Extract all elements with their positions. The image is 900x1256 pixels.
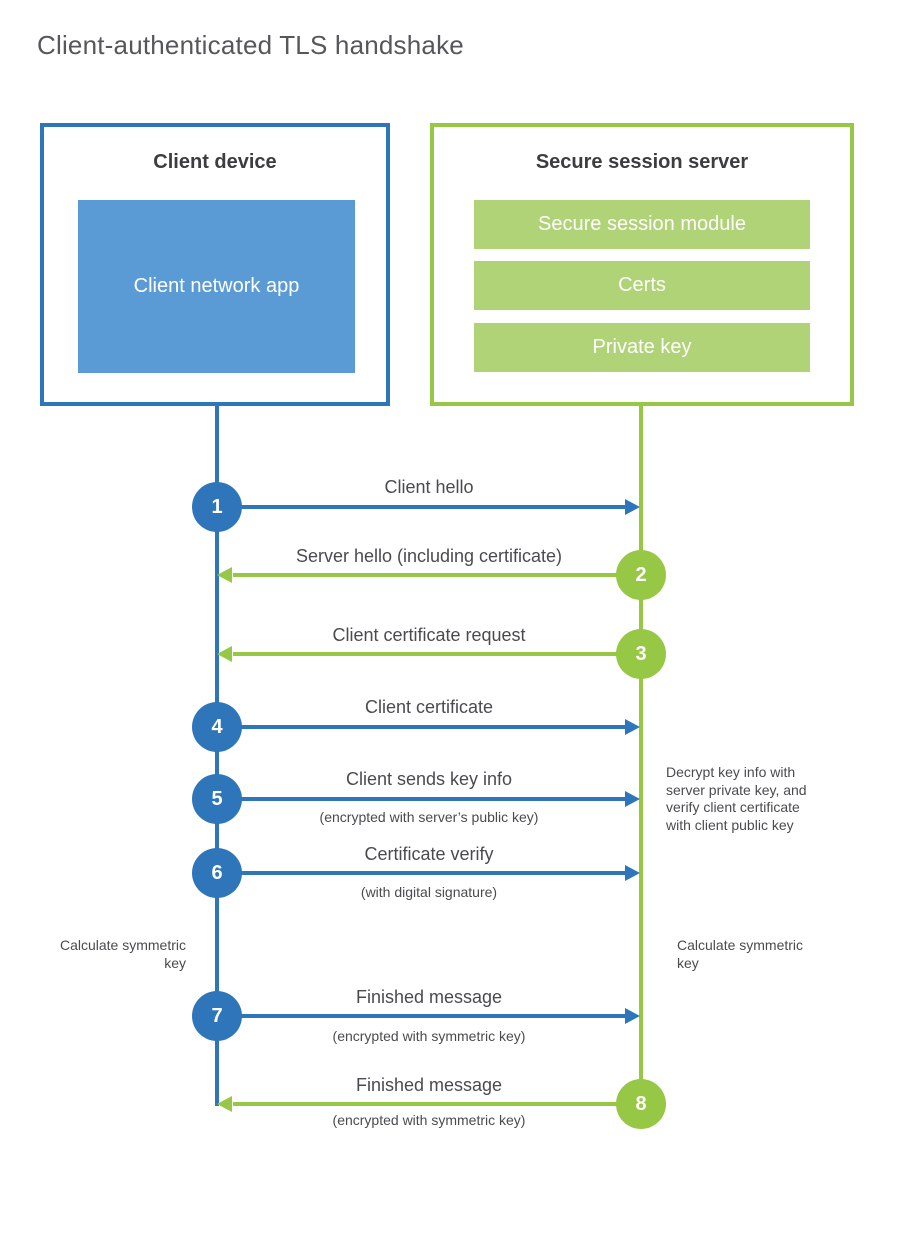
secure-session-server-box: Secure session server Secure session mod… (430, 123, 854, 406)
message-sublabel: (encrypted with symmetric key) (332, 1028, 526, 1044)
message-sublabel: (encrypted with server’s public key) (319, 809, 539, 825)
arrow-head-icon (625, 719, 640, 735)
step-circle: 5 (192, 774, 242, 824)
message-label: Finished message (355, 987, 503, 1007)
server-module-bar: Secure session module (474, 200, 810, 249)
message-label: Client hello (384, 477, 474, 497)
arrow-line (217, 797, 626, 801)
step-circle: 7 (192, 991, 242, 1041)
message-sublabel: (with digital signature) (360, 884, 498, 900)
arrow-head-icon (625, 1008, 640, 1024)
message-label: Finished message (355, 1075, 503, 1095)
step-circle: 3 (616, 629, 666, 679)
calculate-symmetric-key-note-server: Calculate symmetric key (677, 937, 804, 971)
message-label: Client sends key info (345, 769, 513, 789)
arrow-head-icon (217, 646, 232, 662)
client-network-app-box: Client network app (78, 200, 355, 373)
arrow-line (217, 871, 626, 875)
arrow-head-icon (625, 499, 640, 515)
client-lifeline (215, 402, 219, 1106)
step-circle: 8 (616, 1079, 666, 1129)
client-network-app-label: Client network app (133, 275, 300, 297)
server-certs-label: Certs (618, 274, 666, 296)
arrow-head-icon (625, 865, 640, 881)
message-label: Server hello (including certificate) (295, 546, 563, 566)
page-title: Client-authenticated TLS handshake (37, 30, 464, 60)
arrow-line (217, 725, 626, 729)
server-private-key-label: Private key (592, 336, 692, 358)
step-circle: 6 (192, 848, 242, 898)
message-label: Client certificate (364, 697, 494, 717)
arrow-line (217, 1014, 626, 1018)
server-private-key-bar: Private key (474, 323, 810, 372)
step-circle: 2 (616, 550, 666, 600)
decrypt-note: Decrypt key info with server private key… (666, 764, 807, 833)
step-circle: 4 (192, 702, 242, 752)
arrow-line (233, 1102, 641, 1106)
client-device-box: Client device Client network app (40, 123, 390, 406)
arrow-line (233, 573, 641, 577)
arrow-head-icon (217, 567, 232, 583)
arrow-head-icon (625, 791, 640, 807)
server-lifeline (639, 402, 643, 1104)
step-circle: 1 (192, 482, 242, 532)
calculate-symmetric-key-note-client: Calculate symmetric key (59, 937, 186, 971)
arrow-line (233, 652, 641, 656)
message-sublabel: (encrypted with symmetric key) (332, 1112, 526, 1128)
arrow-line (217, 505, 626, 509)
secure-session-server-title: Secure session server (535, 151, 749, 173)
message-label: Certificate verify (364, 844, 494, 864)
server-certs-bar: Certs (474, 261, 810, 310)
message-label: Client certificate request (332, 625, 526, 645)
server-module-label: Secure session module (538, 213, 746, 235)
client-device-title: Client device (153, 151, 277, 173)
arrow-head-icon (217, 1096, 232, 1112)
